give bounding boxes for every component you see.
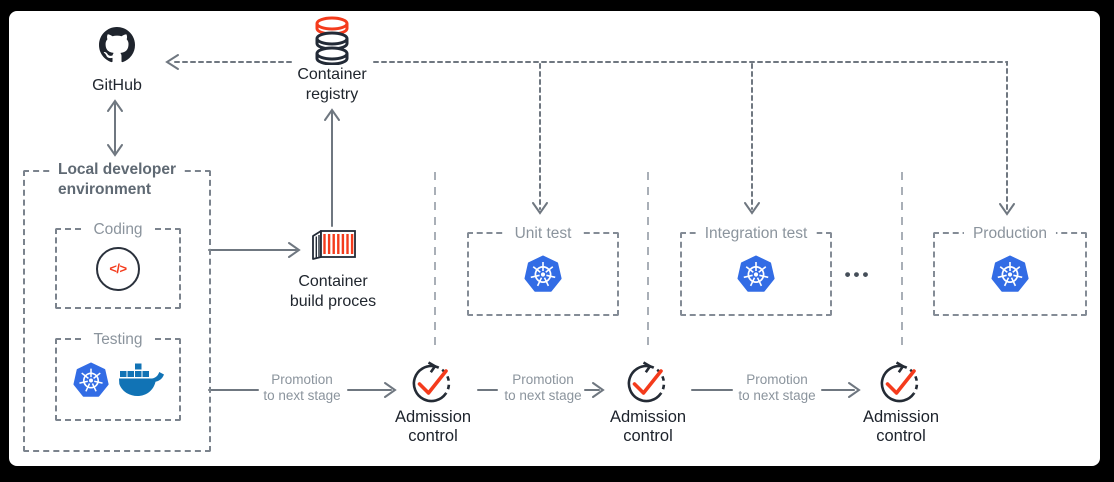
arrowhead-down-production (999, 203, 1015, 216)
integration-test-title: Integration test (695, 224, 817, 243)
kubernetes-icon (991, 255, 1029, 292)
kubernetes-icon (524, 255, 562, 292)
ellipsis-more-stages: ••• (844, 265, 872, 284)
container-registry-icon (315, 16, 349, 65)
docker-icon (118, 363, 164, 396)
dashed-line-registry-to-production (373, 61, 1008, 212)
stage-box-production: Production (933, 224, 1087, 316)
arrowhead-down-unit (532, 202, 548, 215)
arrowhead-right-admission2 (592, 382, 605, 398)
admission-control-icon-2 (627, 361, 666, 403)
arrowhead-right-admission3 (848, 382, 861, 398)
kubernetes-icon (72, 361, 109, 397)
stage-box-unit-test: Unit test (467, 224, 619, 316)
admission-control-icon-3 (880, 361, 919, 403)
arrowhead-left (165, 54, 179, 70)
local-env-title: Local developer environment (51, 160, 183, 200)
arrowhead-up-registry (324, 108, 340, 121)
kubernetes-icon (737, 255, 775, 292)
admission-control-icon-1 (412, 361, 451, 403)
production-title: Production (963, 224, 1057, 243)
testing-box: Testing (55, 330, 181, 421)
coding-box: Coding </> (55, 220, 181, 309)
unit-test-title: Unit test (505, 224, 581, 243)
github-icon (99, 27, 135, 63)
coding-title: Coding (84, 220, 152, 239)
code-icon: </> (96, 246, 140, 291)
stage-box-integration-test: Integration test (680, 224, 832, 316)
github-label: GitHub (92, 77, 142, 94)
testing-title: Testing (84, 330, 152, 349)
arrowhead-right-build (288, 242, 301, 258)
arrowhead-down-env (107, 144, 123, 157)
container-build-label: Container build proces (289, 273, 377, 310)
arrowhead-up-github (107, 99, 123, 112)
arrowhead-right-admission1 (384, 382, 397, 398)
local-developer-environment-box: Local developer environment (23, 160, 211, 452)
container-registry-label: Container registry (297, 66, 367, 103)
arrowhead-down-integration (744, 202, 760, 215)
container-build-icon (312, 230, 356, 260)
